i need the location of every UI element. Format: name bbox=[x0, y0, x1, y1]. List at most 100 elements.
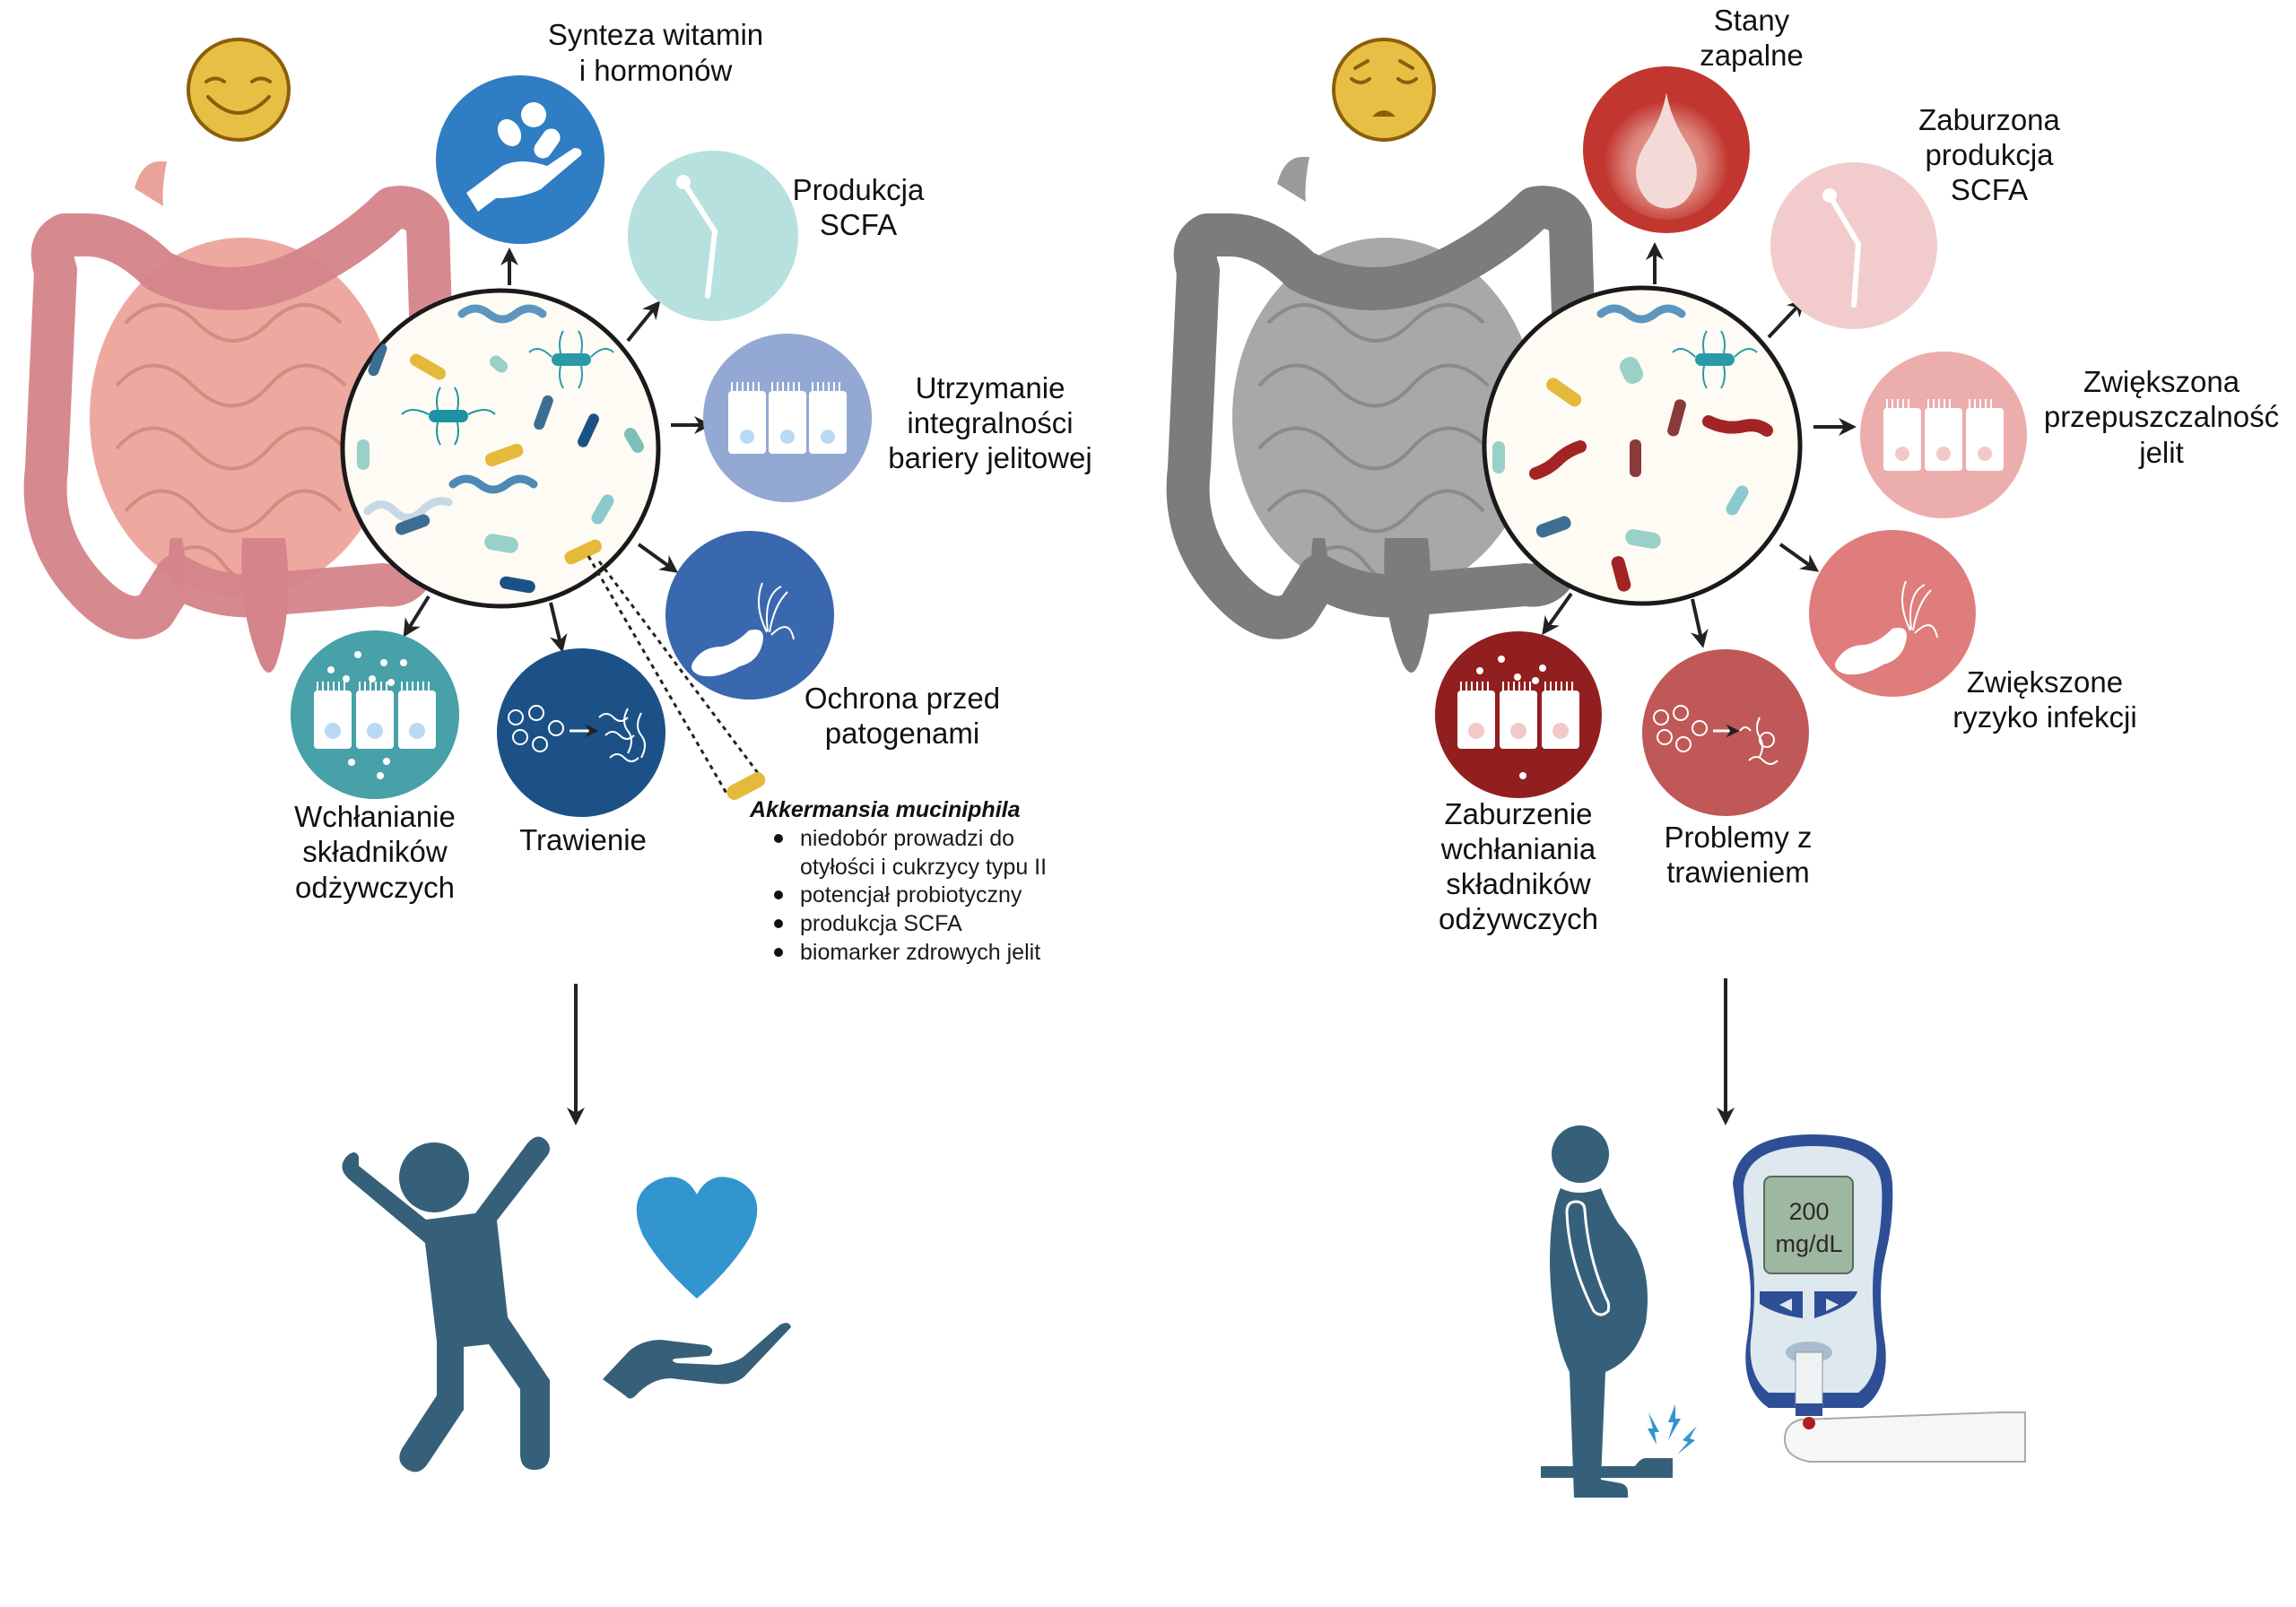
scfa-molecule-icon bbox=[1822, 188, 1862, 308]
akkermansia-facts-list: niedobór prowadzi do otyłości i cukrzycy … bbox=[774, 826, 1047, 965]
happy-person-icon bbox=[342, 1136, 550, 1472]
akkermansia-bacterium-enlarged bbox=[726, 772, 766, 801]
akkermansia-title: Akkermansia muciniphila bbox=[749, 797, 1021, 822]
effect-scfa bbox=[628, 151, 798, 321]
curved-bacterium bbox=[1492, 441, 1505, 473]
rod-bacterium bbox=[484, 443, 524, 467]
effect-permeability bbox=[1860, 352, 2027, 518]
absorbing-epithelium-icon bbox=[314, 651, 436, 779]
akkermansia-callout: Akkermansia muciniphila niedobór prowadz… bbox=[587, 555, 1047, 965]
flagellated-bacterium bbox=[1695, 353, 1735, 366]
spiral-bacterium bbox=[1596, 304, 1686, 324]
digestion-circle bbox=[1642, 649, 1809, 816]
flagellated-bacterium bbox=[1726, 485, 1749, 516]
curved-bacterium bbox=[357, 439, 370, 470]
effect-pathogens bbox=[665, 531, 834, 699]
effect-scfa-disturbed bbox=[1770, 162, 1937, 329]
rod-bacterium bbox=[1546, 378, 1582, 407]
curved-bacterium bbox=[1619, 357, 1644, 384]
curved-bacterium bbox=[484, 534, 518, 553]
pathogen-bacterium-icon bbox=[691, 582, 795, 677]
scale-icon bbox=[1541, 1458, 1673, 1478]
akkermansia-fact: niedobór prowadzi do bbox=[800, 826, 1014, 851]
effect-barrier bbox=[703, 334, 872, 502]
rod-bacterium bbox=[534, 395, 553, 430]
effect-inflammation bbox=[1583, 66, 1750, 233]
rod-bacterium bbox=[395, 514, 430, 535]
akkermansia-bacterium bbox=[564, 539, 603, 565]
spiral-bacterium bbox=[363, 497, 453, 522]
dysbiosis-microbiome-circle bbox=[1482, 285, 1803, 606]
glucose-value: 200 bbox=[1788, 1198, 1829, 1225]
rod-bacterium bbox=[1535, 516, 1571, 538]
bullet-icon bbox=[774, 890, 783, 899]
effect-absorption bbox=[291, 630, 459, 799]
spiral-bacterium bbox=[448, 474, 538, 494]
epithelium-icon bbox=[1883, 399, 2004, 471]
healthy-microbiome-circle bbox=[340, 288, 661, 609]
hand-pills-icon bbox=[466, 102, 582, 212]
flagellated-bacterium bbox=[552, 353, 591, 366]
label-digestion: Trawienie bbox=[519, 823, 647, 856]
absorbing-epithelium-icon bbox=[1457, 656, 1579, 779]
effect-digestion-problems bbox=[1642, 649, 1809, 816]
rod-bacterium bbox=[410, 353, 446, 380]
rod-bacterium bbox=[500, 576, 535, 594]
effect-malabsorption bbox=[1435, 631, 1602, 798]
curved-bacterium bbox=[1625, 529, 1661, 549]
glucose-unit: mg/dL bbox=[1775, 1230, 1842, 1257]
curved-bacterium bbox=[489, 355, 509, 373]
digestion-circle bbox=[497, 648, 665, 817]
akkermansia-fact: biomarker zdrowych jelit bbox=[800, 940, 1040, 965]
bullet-icon bbox=[774, 834, 783, 843]
digestion-icon bbox=[508, 705, 646, 762]
pathogen-bacterium-icon bbox=[1835, 580, 1938, 675]
akkermansia-fact: potencjał probiotyczny bbox=[800, 882, 1022, 908]
flagellated-bacterium bbox=[591, 494, 614, 525]
digestion-icon bbox=[1653, 705, 1779, 765]
glucometer-icon: 200 mg/dL bbox=[1733, 1134, 2026, 1463]
lightning-icons bbox=[1648, 1404, 1697, 1455]
sad-face-icon bbox=[1332, 38, 1436, 142]
effect-vitamins bbox=[436, 75, 604, 244]
scfa-circle bbox=[1770, 162, 1937, 329]
epithelium-icon bbox=[728, 382, 847, 454]
rod-bacterium bbox=[368, 343, 387, 377]
rod-bacterium bbox=[578, 413, 599, 447]
pathogenic-bacterium bbox=[1529, 440, 1587, 480]
effect-digestion bbox=[497, 648, 665, 817]
vitamins-circle bbox=[436, 75, 604, 244]
akkermansia-fact: otyłości i cukrzycy typu II bbox=[800, 855, 1047, 880]
bullet-icon bbox=[774, 948, 783, 957]
pathogenic-rod-bacterium bbox=[1611, 556, 1631, 592]
obese-person-on-scale-icon bbox=[1541, 1125, 1697, 1498]
finger-icon bbox=[1783, 1412, 2026, 1463]
pathogenic-rod-bacterium bbox=[1630, 439, 1641, 477]
blood-drop-icon bbox=[1803, 1417, 1815, 1429]
scfa-molecule-icon bbox=[676, 175, 718, 299]
curved-bacterium bbox=[624, 428, 644, 453]
akkermansia-fact: produkcja SCFA bbox=[800, 911, 962, 936]
test-strip bbox=[1795, 1351, 1823, 1407]
healthy-effect-arrows bbox=[403, 248, 712, 653]
pathogens-circle bbox=[665, 531, 834, 699]
flagellated-bacterium bbox=[429, 410, 468, 422]
spiral-bacterium bbox=[457, 304, 547, 324]
pathogenic-rod-bacterium bbox=[1667, 399, 1686, 437]
flame-icon bbox=[1636, 92, 1697, 209]
bullet-icon bbox=[774, 919, 783, 928]
infection-circle bbox=[1809, 530, 1976, 697]
